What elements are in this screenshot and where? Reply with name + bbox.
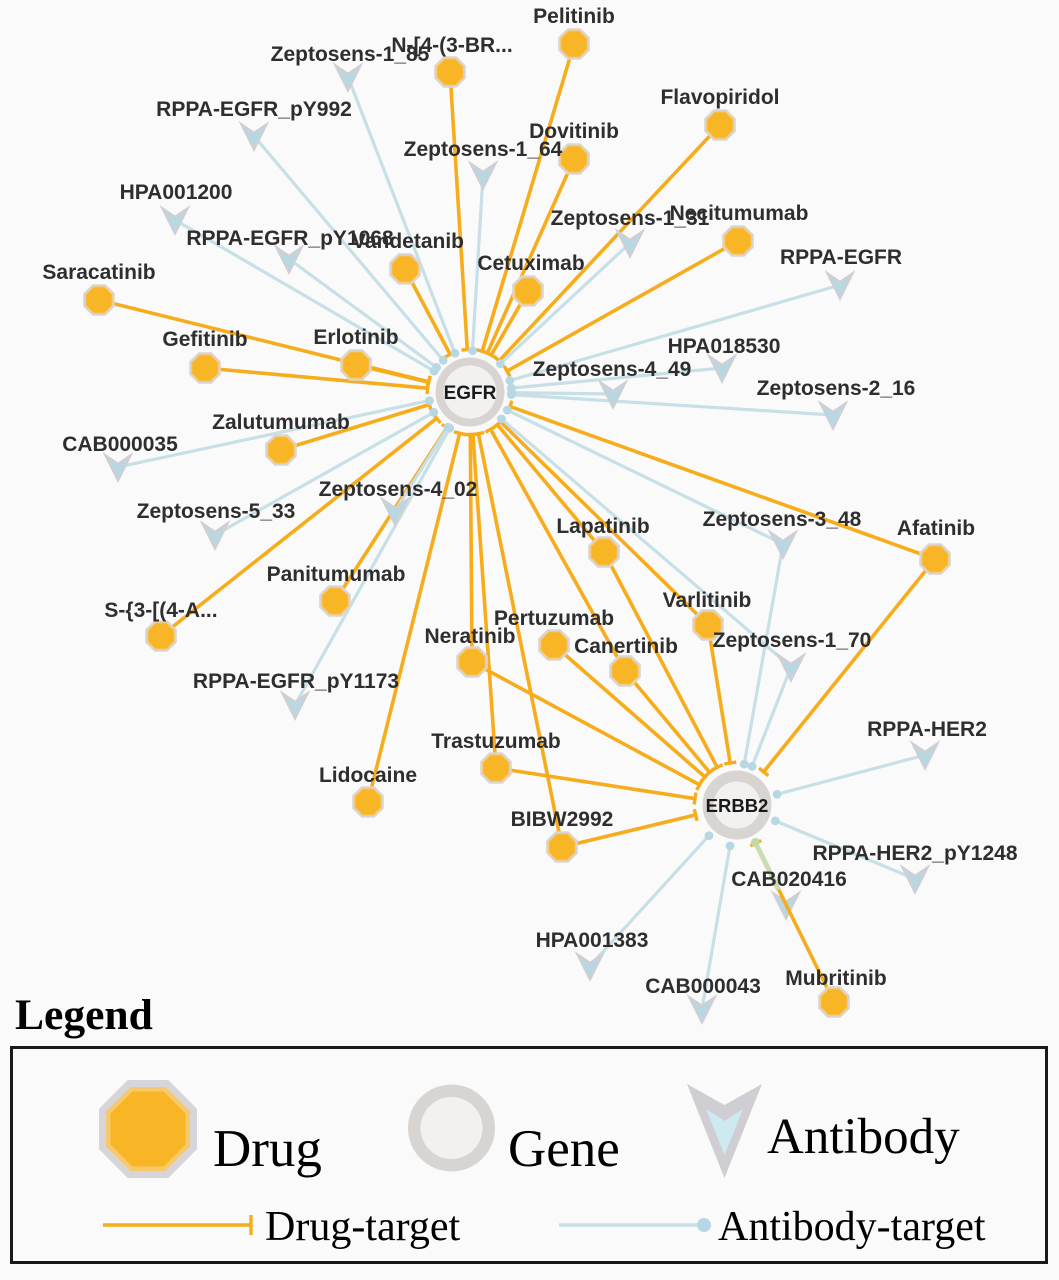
svg-text:HPA001200: HPA001200 xyxy=(120,181,233,204)
svg-text:HPA018530: HPA018530 xyxy=(668,335,781,358)
svg-text:Cetuximab: Cetuximab xyxy=(477,252,584,275)
svg-text:Trastuzumab: Trastuzumab xyxy=(431,730,561,753)
svg-text:Flavopiridol: Flavopiridol xyxy=(660,86,779,109)
svg-text:CAB020416: CAB020416 xyxy=(731,868,847,891)
svg-text:RPPA-EGFR_pY1068: RPPA-EGFR_pY1068 xyxy=(186,227,394,250)
svg-text:HPA001383: HPA001383 xyxy=(536,929,649,952)
svg-text:Vandetanib: Vandetanib xyxy=(352,230,464,253)
svg-text:RPPA-EGFR_pY992: RPPA-EGFR_pY992 xyxy=(156,98,352,121)
svg-text:N-[4-(3-BR...: N-[4-(3-BR... xyxy=(391,34,512,57)
svg-text:Zeptosens-4_02: Zeptosens-4_02 xyxy=(319,478,478,501)
svg-text:Mubritinib: Mubritinib xyxy=(785,967,886,990)
svg-text:Erlotinib: Erlotinib xyxy=(313,326,398,349)
svg-text:Lidocaine: Lidocaine xyxy=(319,764,417,787)
svg-text:Drug: Drug xyxy=(213,1120,322,1178)
svg-text:EGFR: EGFR xyxy=(444,383,497,404)
svg-text:Antibody-target: Antibody-target xyxy=(718,1204,986,1250)
svg-text:Neratinib: Neratinib xyxy=(424,625,515,648)
svg-text:RPPA-EGFR_pY1173: RPPA-EGFR_pY1173 xyxy=(193,670,399,693)
svg-text:Zeptosens-1_64: Zeptosens-1_64 xyxy=(404,138,563,161)
svg-text:Pertuzumab: Pertuzumab xyxy=(494,607,614,630)
svg-text:RPPA-EGFR: RPPA-EGFR xyxy=(780,246,902,269)
svg-text:Drug-target: Drug-target xyxy=(265,1204,460,1250)
svg-text:ERBB2: ERBB2 xyxy=(706,795,769,816)
svg-text:RPPA-HER2_pY1248: RPPA-HER2_pY1248 xyxy=(812,842,1017,865)
svg-text:RPPA-HER2: RPPA-HER2 xyxy=(867,718,987,741)
svg-text:Legend: Legend xyxy=(15,991,153,1039)
svg-text:Gefitinib: Gefitinib xyxy=(162,328,247,351)
svg-text:Zalutumumab: Zalutumumab xyxy=(212,411,350,434)
svg-text:Zeptosens-1_31: Zeptosens-1_31 xyxy=(551,207,710,230)
svg-text:Varlitinib: Varlitinib xyxy=(663,589,752,612)
svg-text:CAB000035: CAB000035 xyxy=(62,433,178,456)
svg-text:BIBW2992: BIBW2992 xyxy=(511,808,614,831)
svg-text:Gene: Gene xyxy=(508,1120,620,1178)
svg-text:Zeptosens-5_33: Zeptosens-5_33 xyxy=(137,500,296,523)
svg-text:Saracatinib: Saracatinib xyxy=(42,261,155,284)
svg-text:Zeptosens-1_70: Zeptosens-1_70 xyxy=(713,629,872,652)
svg-text:Antibody: Antibody xyxy=(767,1109,960,1165)
svg-text:S-{3-[(4-A...: S-{3-[(4-A... xyxy=(104,599,217,622)
svg-text:Zeptosens-3_48: Zeptosens-3_48 xyxy=(703,508,862,531)
svg-text:Canertinib: Canertinib xyxy=(574,635,678,658)
svg-text:Afatinib: Afatinib xyxy=(897,517,975,540)
svg-text:Zeptosens-2_16: Zeptosens-2_16 xyxy=(757,377,916,400)
svg-text:Zeptosens-4_49: Zeptosens-4_49 xyxy=(533,358,692,381)
svg-text:Panitumumab: Panitumumab xyxy=(267,563,406,586)
svg-text:Dovitinib: Dovitinib xyxy=(529,120,619,143)
svg-text:Lapatinib: Lapatinib xyxy=(556,515,649,538)
svg-text:Pelitinib: Pelitinib xyxy=(533,5,615,28)
svg-text:Necitumumab: Necitumumab xyxy=(670,202,809,225)
svg-text:Zeptosens-1_85: Zeptosens-1_85 xyxy=(271,43,430,66)
svg-text:CAB000043: CAB000043 xyxy=(645,975,761,998)
